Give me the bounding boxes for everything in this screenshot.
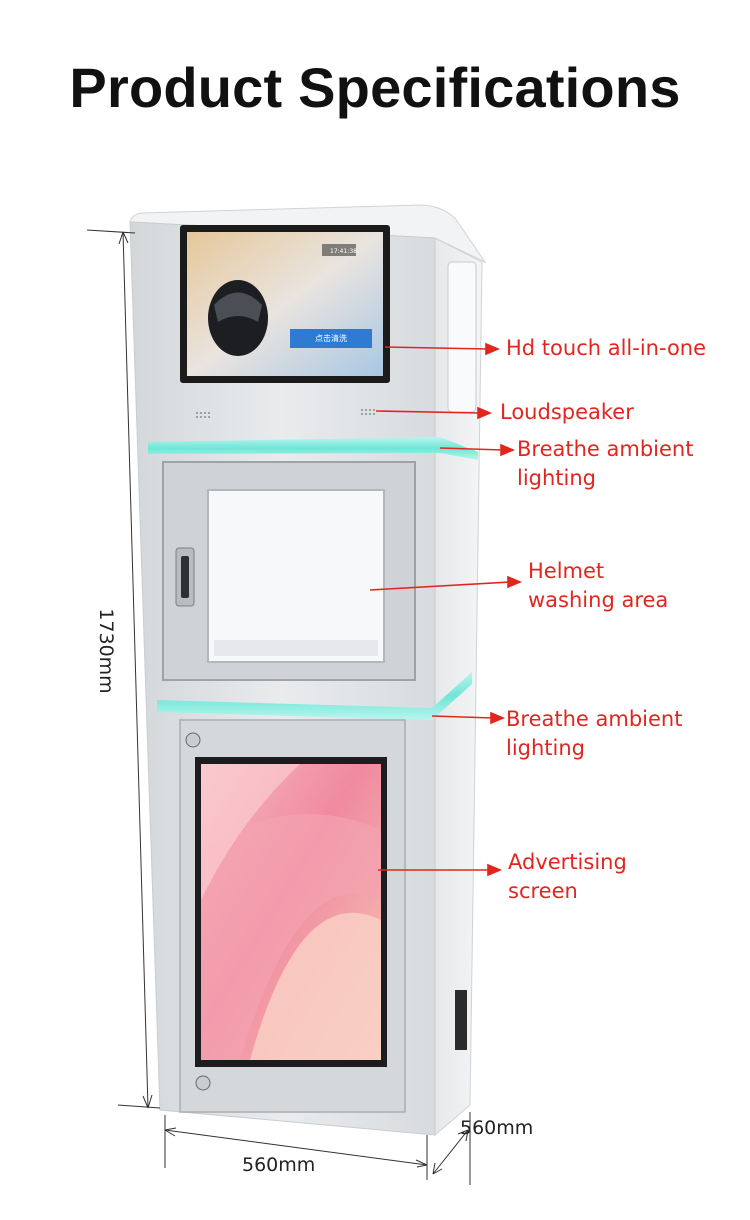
lock-bottom [195,1075,211,1091]
lock-top [185,732,201,748]
loudspeaker-grille-right [361,409,375,415]
arrow-ambient-bottom [431,715,494,719]
label-ambient-top-line2: lighting [517,466,597,490]
label-helmet-line1: Helmet [528,559,605,583]
wash-window [207,489,385,663]
width-dimension-line [164,1115,428,1180]
arrow-ambient-top [439,447,504,451]
depth-dimension-line [432,1112,471,1185]
ambient-light-bottom [157,672,472,720]
side-vent [455,990,467,1050]
arrow-hd-touch [384,346,489,350]
arrow-loudspeaker [375,410,481,414]
label-ambient-bottom-line1: Breathe ambient [506,707,683,731]
page-title: Product Specifications [69,56,681,119]
label-advertising-line1: Advertising [508,850,627,874]
arrow-helmet [369,581,511,591]
ambient-light-top [148,437,478,460]
dimension-width: 560mm [242,1154,316,1176]
label-ambient-top-line1: Breathe ambient [517,437,694,461]
dimension-depth: 560mm [460,1117,534,1139]
label-loudspeaker: Loudspeaker [500,400,634,424]
cabinet-top-cap [129,204,487,264]
side-window [447,261,477,413]
helmet-image [208,280,268,356]
label-hd-touch: Hd touch all-in-one [506,336,707,360]
label-helmet-line2: washing area [528,588,669,612]
label-advertising-line2: screen [508,879,578,903]
height-dimension-line [86,229,161,1109]
loudspeaker-grille-left [196,412,210,418]
screen-clean-button [290,329,372,348]
screen-button-label: 点击清洗 [315,334,347,343]
label-ambient-bottom-line2: lighting [506,736,586,760]
dimension-height: 1730mm [95,608,117,694]
screen-clock: 17:41:38 [330,248,357,255]
